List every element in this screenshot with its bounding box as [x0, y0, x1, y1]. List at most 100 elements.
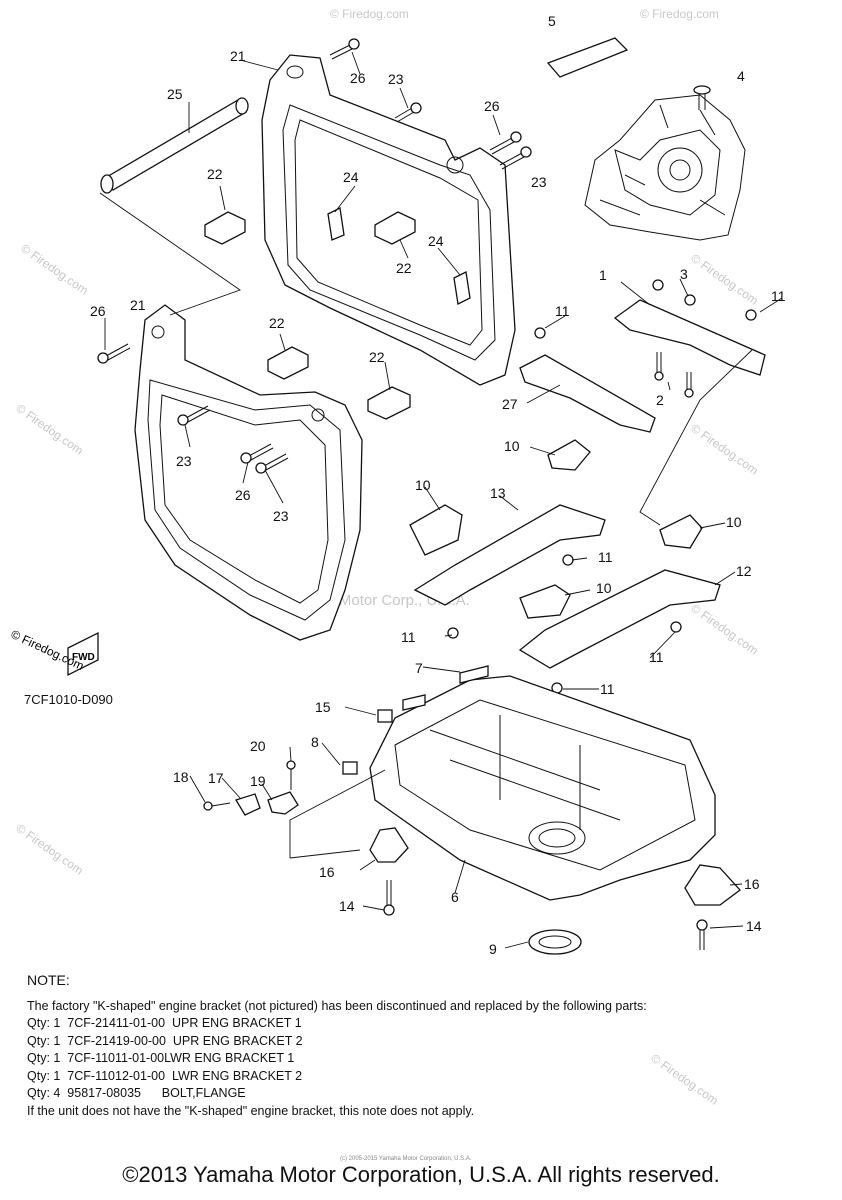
part-18-screw [203, 801, 231, 811]
part-4-bolt [693, 85, 711, 110]
callout-number: 19 [250, 773, 266, 789]
part-25-shaft [100, 97, 249, 194]
part-24-clip [453, 271, 471, 305]
bolt [97, 343, 131, 364]
part-20-screw [286, 760, 296, 790]
bolt [489, 131, 522, 155]
part-10-mount [547, 439, 591, 471]
watermark-side: © Firedog.com [688, 251, 761, 308]
engine-drawing [584, 94, 746, 241]
lower-engine-cover-frame [134, 304, 363, 641]
callout-number: 7 [415, 660, 423, 676]
tiny-credit: (c) 2005-2015 Yamaha Motor Corporation, … [340, 1156, 472, 1162]
callout-number: 21 [230, 48, 246, 64]
callout-number: 6 [451, 889, 459, 905]
nut [684, 294, 696, 306]
watermark-side: © Firedog.com [330, 7, 409, 21]
part-10-mount [409, 504, 463, 556]
note-line: If the unit does not have the "K-shaped"… [27, 1103, 475, 1118]
watermark-side: © Firedog.com [13, 821, 86, 878]
bolt [394, 102, 422, 123]
part-14-bolt [383, 880, 395, 916]
callout-number: 11 [771, 288, 786, 304]
callout-number: 20 [250, 738, 266, 754]
part-8-block [342, 761, 358, 775]
callout-number: 14 [746, 918, 762, 934]
part-16-mount [684, 864, 741, 906]
nut [670, 621, 682, 633]
part-27-plate [519, 354, 656, 433]
callout-number: 27 [502, 396, 518, 412]
part-22-bracket [267, 346, 309, 380]
callout-number: 11 [649, 649, 664, 665]
callout-number: 26 [90, 303, 106, 319]
callout-number: 23 [388, 71, 404, 87]
callout-number: 10 [415, 477, 431, 493]
part-7-pad [402, 694, 426, 711]
watermark-side: © Firedog.com [640, 7, 719, 21]
part-22-bracket [204, 211, 246, 245]
part-5-pad [546, 37, 629, 78]
part-22-bracket [374, 211, 416, 245]
callout-number: 24 [343, 169, 359, 185]
watermark-side: © Firedog.com [18, 241, 91, 298]
watermark-side: © Firedog.com [688, 421, 761, 478]
bolt [255, 453, 289, 474]
note-line: Qty: 1 7CF-11011-01-00LWR ENG BRACKET 1 [27, 1051, 295, 1065]
bolt [499, 146, 532, 170]
callout-number: 1 [599, 267, 607, 283]
callout-number: 23 [176, 453, 192, 469]
part-10-mount [659, 514, 703, 549]
note-section: NOTE: The factory "K-shaped" engine brac… [27, 972, 827, 1120]
callout-number: 5 [548, 13, 556, 29]
callout-number: 10 [504, 438, 520, 454]
callout-number: 17 [208, 770, 224, 786]
part-19-bracket [267, 791, 299, 815]
callout-number: 23 [273, 508, 289, 524]
callout-number: 26 [484, 98, 500, 114]
bolt [177, 405, 211, 426]
fwd-label: FWD [72, 652, 95, 663]
part-10-mount [519, 584, 571, 619]
callout-number: 11 [598, 549, 613, 565]
part-13-bracket [413, 504, 606, 606]
part-12-bracket [518, 569, 721, 669]
part-16-mount [369, 827, 409, 863]
nut [447, 627, 459, 639]
callout-number: 15 [315, 699, 331, 715]
callout-number: 25 [167, 86, 183, 102]
part-14-bolt [696, 919, 708, 950]
bolt [240, 443, 274, 464]
part-2-bolt [654, 352, 664, 381]
nut [534, 327, 546, 339]
callout-number: 2 [656, 392, 664, 408]
callout-number: 11 [600, 681, 615, 697]
fwd-direction-marker: FWD [67, 631, 99, 677]
watermark-side: © Firedog.com [688, 601, 761, 658]
callout-number: 10 [596, 580, 612, 596]
callout-number: 26 [350, 70, 366, 86]
part-1-bracket [613, 299, 766, 376]
callout-number: 21 [130, 297, 146, 313]
callout-number: 9 [489, 941, 497, 957]
note-heading: NOTE: [27, 972, 70, 988]
callout-number: 22 [269, 315, 285, 331]
watermark-side: © Firedog.com [13, 401, 86, 458]
diagram-code: 7CF1010-D090 [24, 692, 113, 707]
callout-number: 11 [555, 303, 570, 319]
callout-number: 22 [396, 260, 412, 276]
callout-number: 26 [235, 487, 251, 503]
note-line: The factory "K-shaped" engine bracket (n… [27, 998, 647, 1013]
note-line: Qty: 1 7CF-21411-01-00 UPR ENG BRACKET 1 [27, 1016, 302, 1030]
callout-numbers: 5 4 21 26 23 25 26 23 22 24 24 22 21 26 … [90, 13, 786, 957]
part-9-grommet [528, 929, 582, 955]
callout-number: 22 [207, 166, 223, 182]
callout-number: 16 [744, 876, 760, 892]
nut [745, 309, 757, 321]
callout-number: 14 [339, 898, 355, 914]
callout-number: 13 [490, 485, 506, 501]
part-7-pad [459, 665, 489, 684]
copyright-footer: ©2013 Yamaha Motor Corporation, U.S.A. A… [122, 1162, 720, 1187]
callout-number: 24 [428, 233, 444, 249]
